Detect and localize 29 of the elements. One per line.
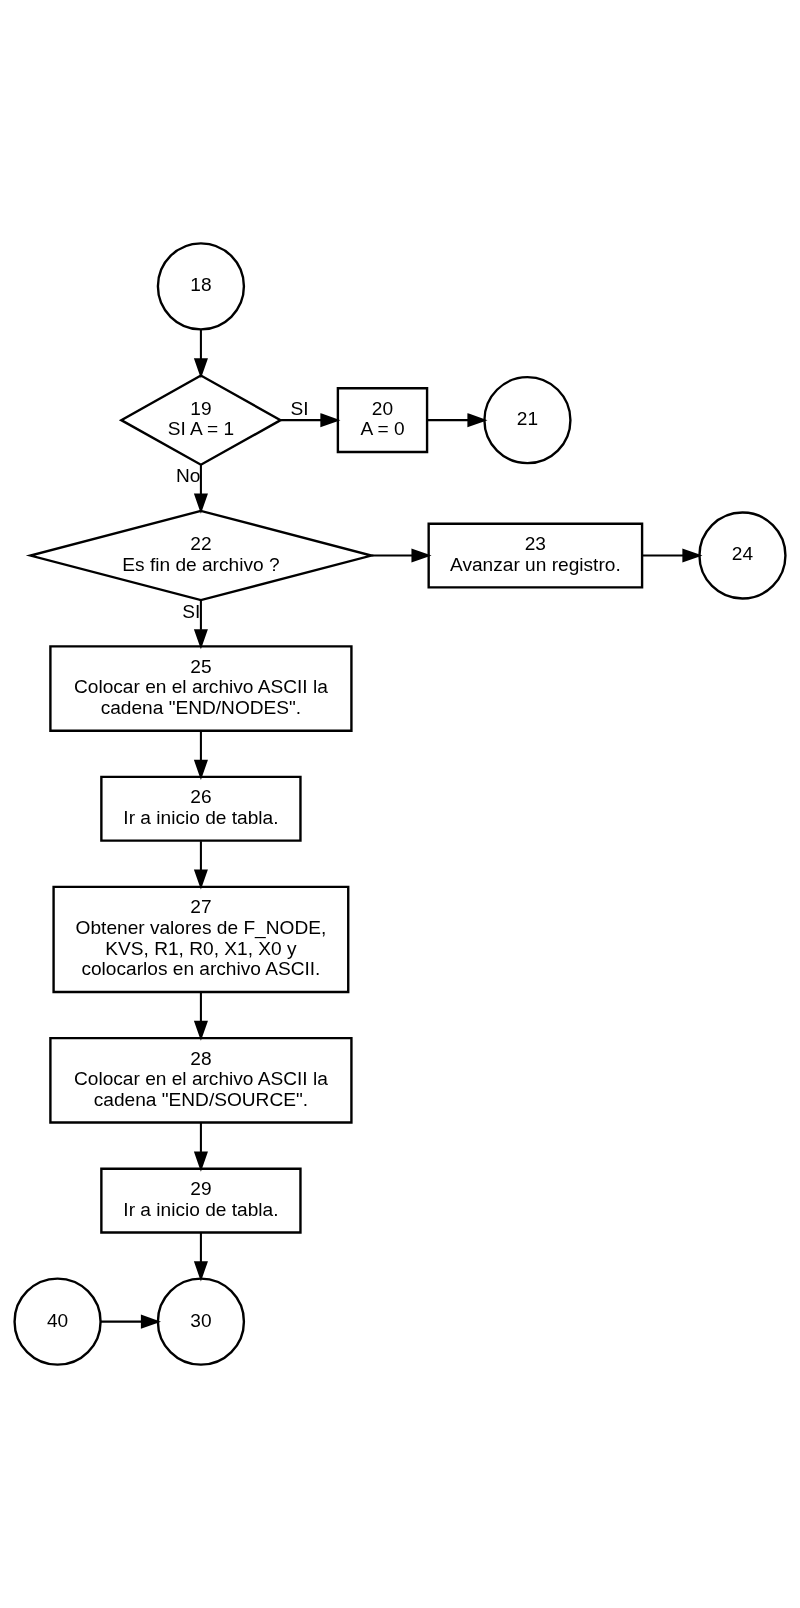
node-diamond: 19 SI A = 1: [118, 374, 283, 467]
arrow: [193, 992, 208, 1041]
arrow: [193, 731, 208, 780]
arrow: [371, 548, 432, 563]
arrow: [193, 600, 208, 650]
node-box: 28 Colocar en el archivo ASCII la cadena "END/SOURCE".: [49, 1036, 353, 1124]
node-box: 25 Colocar en el archivo ASCII la cadena "END/NODES".: [49, 645, 353, 732]
edge-label: No: [175, 465, 201, 487]
node-circle: 30: [156, 1277, 246, 1366]
node-circle: 21: [483, 375, 572, 465]
node-circle: 18: [156, 242, 246, 331]
arrow: [642, 548, 703, 563]
arrow: [427, 413, 488, 428]
edge-label: SI: [182, 600, 201, 622]
node-box: 29 Ir a inicio de tabla.: [100, 1167, 302, 1234]
node-circle: 24: [698, 511, 787, 600]
node-box: 23 Avanzar un registro.: [427, 522, 644, 589]
node-box: 26 Ir a inicio de tabla.: [100, 775, 302, 842]
arrow: [193, 465, 208, 514]
node-circle: 40: [13, 1277, 102, 1366]
arrow: [193, 1232, 208, 1282]
node-box: 27 Obtener valores de F_NODE, KVS, R1, R0, X1, X0 y colocarlos en archivo ASCII.: [52, 885, 350, 994]
node-box: 20 A = 0: [336, 387, 429, 454]
arrow: [193, 330, 208, 379]
edge-label: SI: [290, 397, 309, 419]
arrow: [100, 1314, 161, 1329]
arrow: [193, 841, 208, 890]
arrow: [193, 1122, 208, 1172]
arrow: [281, 413, 341, 428]
